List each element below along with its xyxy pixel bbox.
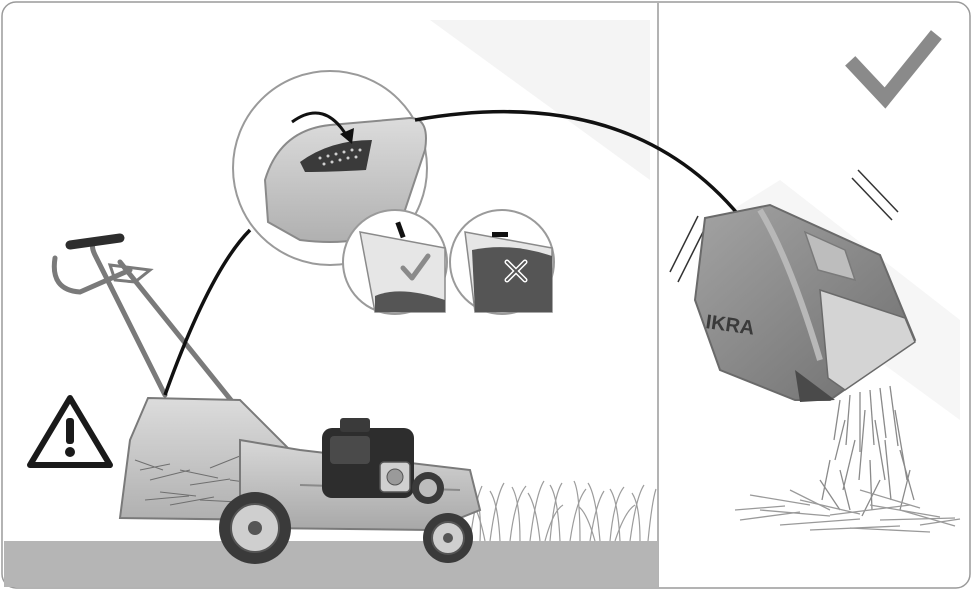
rear-wheel [219,492,291,564]
indicator-full-circle [450,210,554,314]
ground [4,541,658,587]
front-wheel-far [412,472,444,504]
indicator-ok-circle [343,210,447,314]
mower-engine [322,418,414,498]
front-wheel [423,513,473,563]
